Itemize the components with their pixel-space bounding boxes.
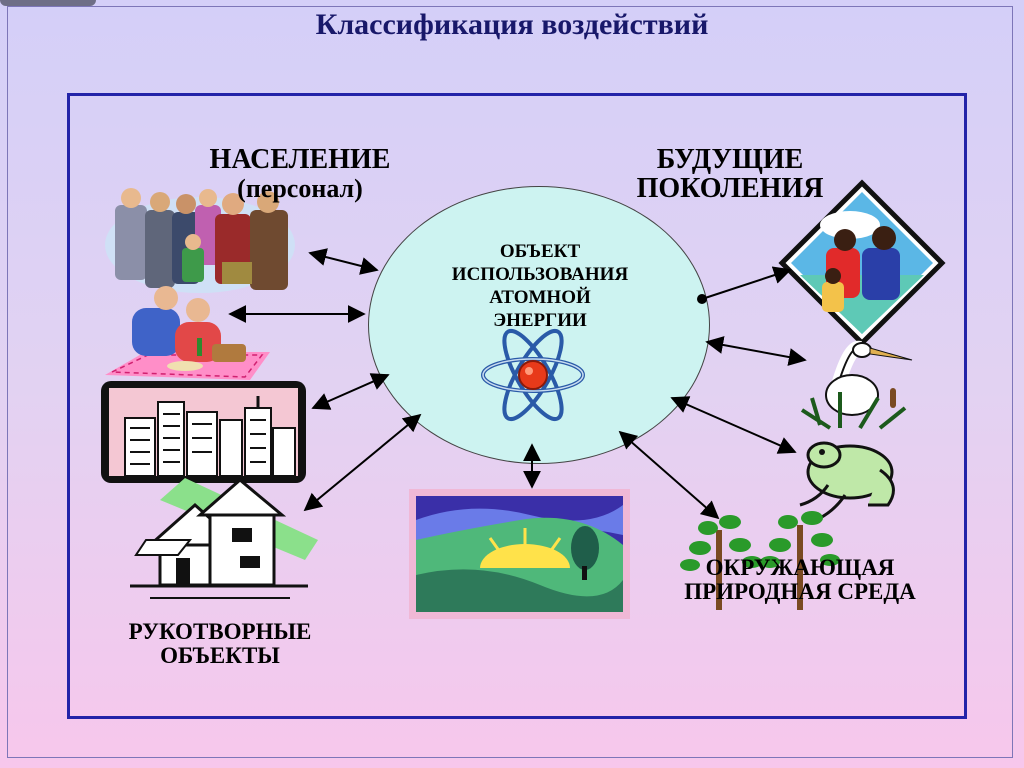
future-generations-label-line-2: ПОКОЛЕНИЯ bbox=[636, 173, 824, 204]
trees-icon bbox=[680, 511, 840, 610]
center-object-ellipse bbox=[368, 186, 710, 464]
arrow-frog bbox=[670, 396, 797, 454]
environment-label-line-2: ПРИРОДНАЯ СРЕДА bbox=[684, 579, 916, 604]
slide-border bbox=[7, 6, 1013, 758]
future-generations-label-line-1: БУДУЩИЕ bbox=[656, 144, 804, 175]
population-sublabel: (персонал) bbox=[237, 174, 363, 203]
center-label-line-1: ОБЪЕКТ bbox=[499, 241, 581, 262]
manmade-objects-label-line-2: ОБЪЕКТЫ bbox=[160, 643, 280, 668]
arrow-future-origin bbox=[697, 294, 707, 304]
center-label-line-4: ЭНЕРГИИ bbox=[493, 310, 587, 331]
corner-tab bbox=[0, 0, 96, 6]
manmade-objects-label-line-1: РУКОТВОРНЫЕ bbox=[128, 619, 312, 644]
heron-icon bbox=[800, 340, 913, 430]
frog-icon bbox=[799, 441, 895, 520]
environment-label-line-1: ОКРУЖАЮЩАЯ bbox=[705, 555, 895, 580]
picnic-family-icon bbox=[105, 286, 270, 380]
diagram-frame bbox=[67, 93, 967, 719]
arrow-population bbox=[308, 248, 379, 275]
arrow-house bbox=[303, 413, 422, 512]
arrow-future bbox=[701, 266, 792, 300]
arrow-trees bbox=[618, 430, 720, 520]
center-label-line-3: АТОМНОЙ bbox=[489, 287, 591, 308]
house-icon bbox=[130, 478, 318, 599]
population-label: НАСЕЛЕНИЕ bbox=[209, 144, 391, 175]
landscape-icon bbox=[409, 489, 630, 619]
slide-title: Классификация воздействий bbox=[315, 8, 709, 41]
arrow-heron bbox=[705, 336, 807, 366]
atom-icon bbox=[481, 328, 585, 422]
arrow-city bbox=[311, 373, 390, 410]
center-label-line-2: ИСПОЛЬЗОВАНИЯ bbox=[451, 264, 629, 285]
crowd-icon bbox=[105, 188, 295, 293]
city-skyline-icon bbox=[101, 381, 306, 483]
